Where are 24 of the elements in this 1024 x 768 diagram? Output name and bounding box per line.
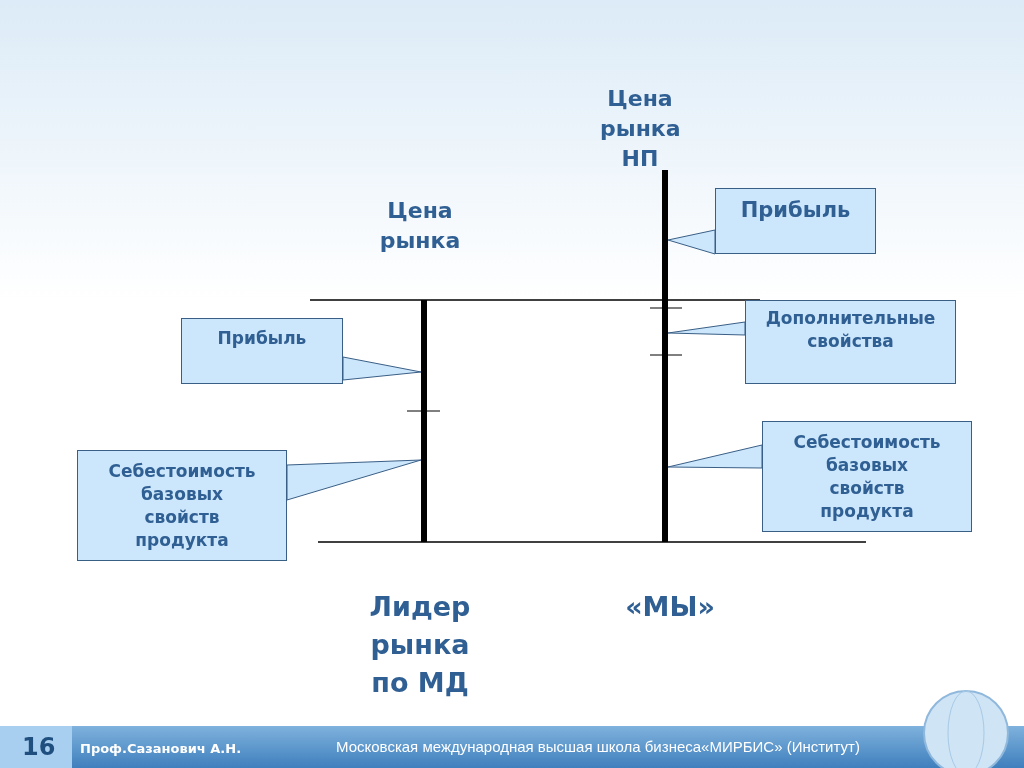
column-label: «МЫ» [624, 590, 716, 624]
column-label: Лидер рынка по МД [368, 590, 472, 700]
callout-box [77, 450, 287, 561]
callout-box [762, 421, 972, 532]
author-name: Проф.Сазанович А.Н. [80, 741, 242, 756]
callout-pointer [342, 356, 422, 381]
callout-pointer [286, 459, 422, 501]
price-bar [421, 300, 427, 542]
callout-text: Себестоимость базовых свойств продукта [792, 430, 942, 523]
callout-text: Прибыль [740, 199, 851, 222]
callout-text: Себестоимость базовых свойств продукта [107, 459, 257, 552]
axis-label: Цена рынка [378, 197, 462, 255]
callout-pointer [667, 321, 746, 336]
callout-pointer [667, 229, 716, 255]
axis-label: Цена рынка НП [600, 85, 680, 173]
callout-box [745, 300, 956, 384]
price-bar [662, 170, 668, 542]
callout-pointer [667, 444, 763, 469]
callout-box [715, 188, 876, 254]
callout-text: Дополнительные свойства [764, 307, 937, 353]
footer-text: Московская международная высшая школа бизнеса«МИРБИС» (Институт) [336, 738, 860, 755]
page-number: 16 [22, 733, 56, 761]
callout-box [181, 318, 343, 384]
callout-text: Прибыль [217, 327, 307, 350]
